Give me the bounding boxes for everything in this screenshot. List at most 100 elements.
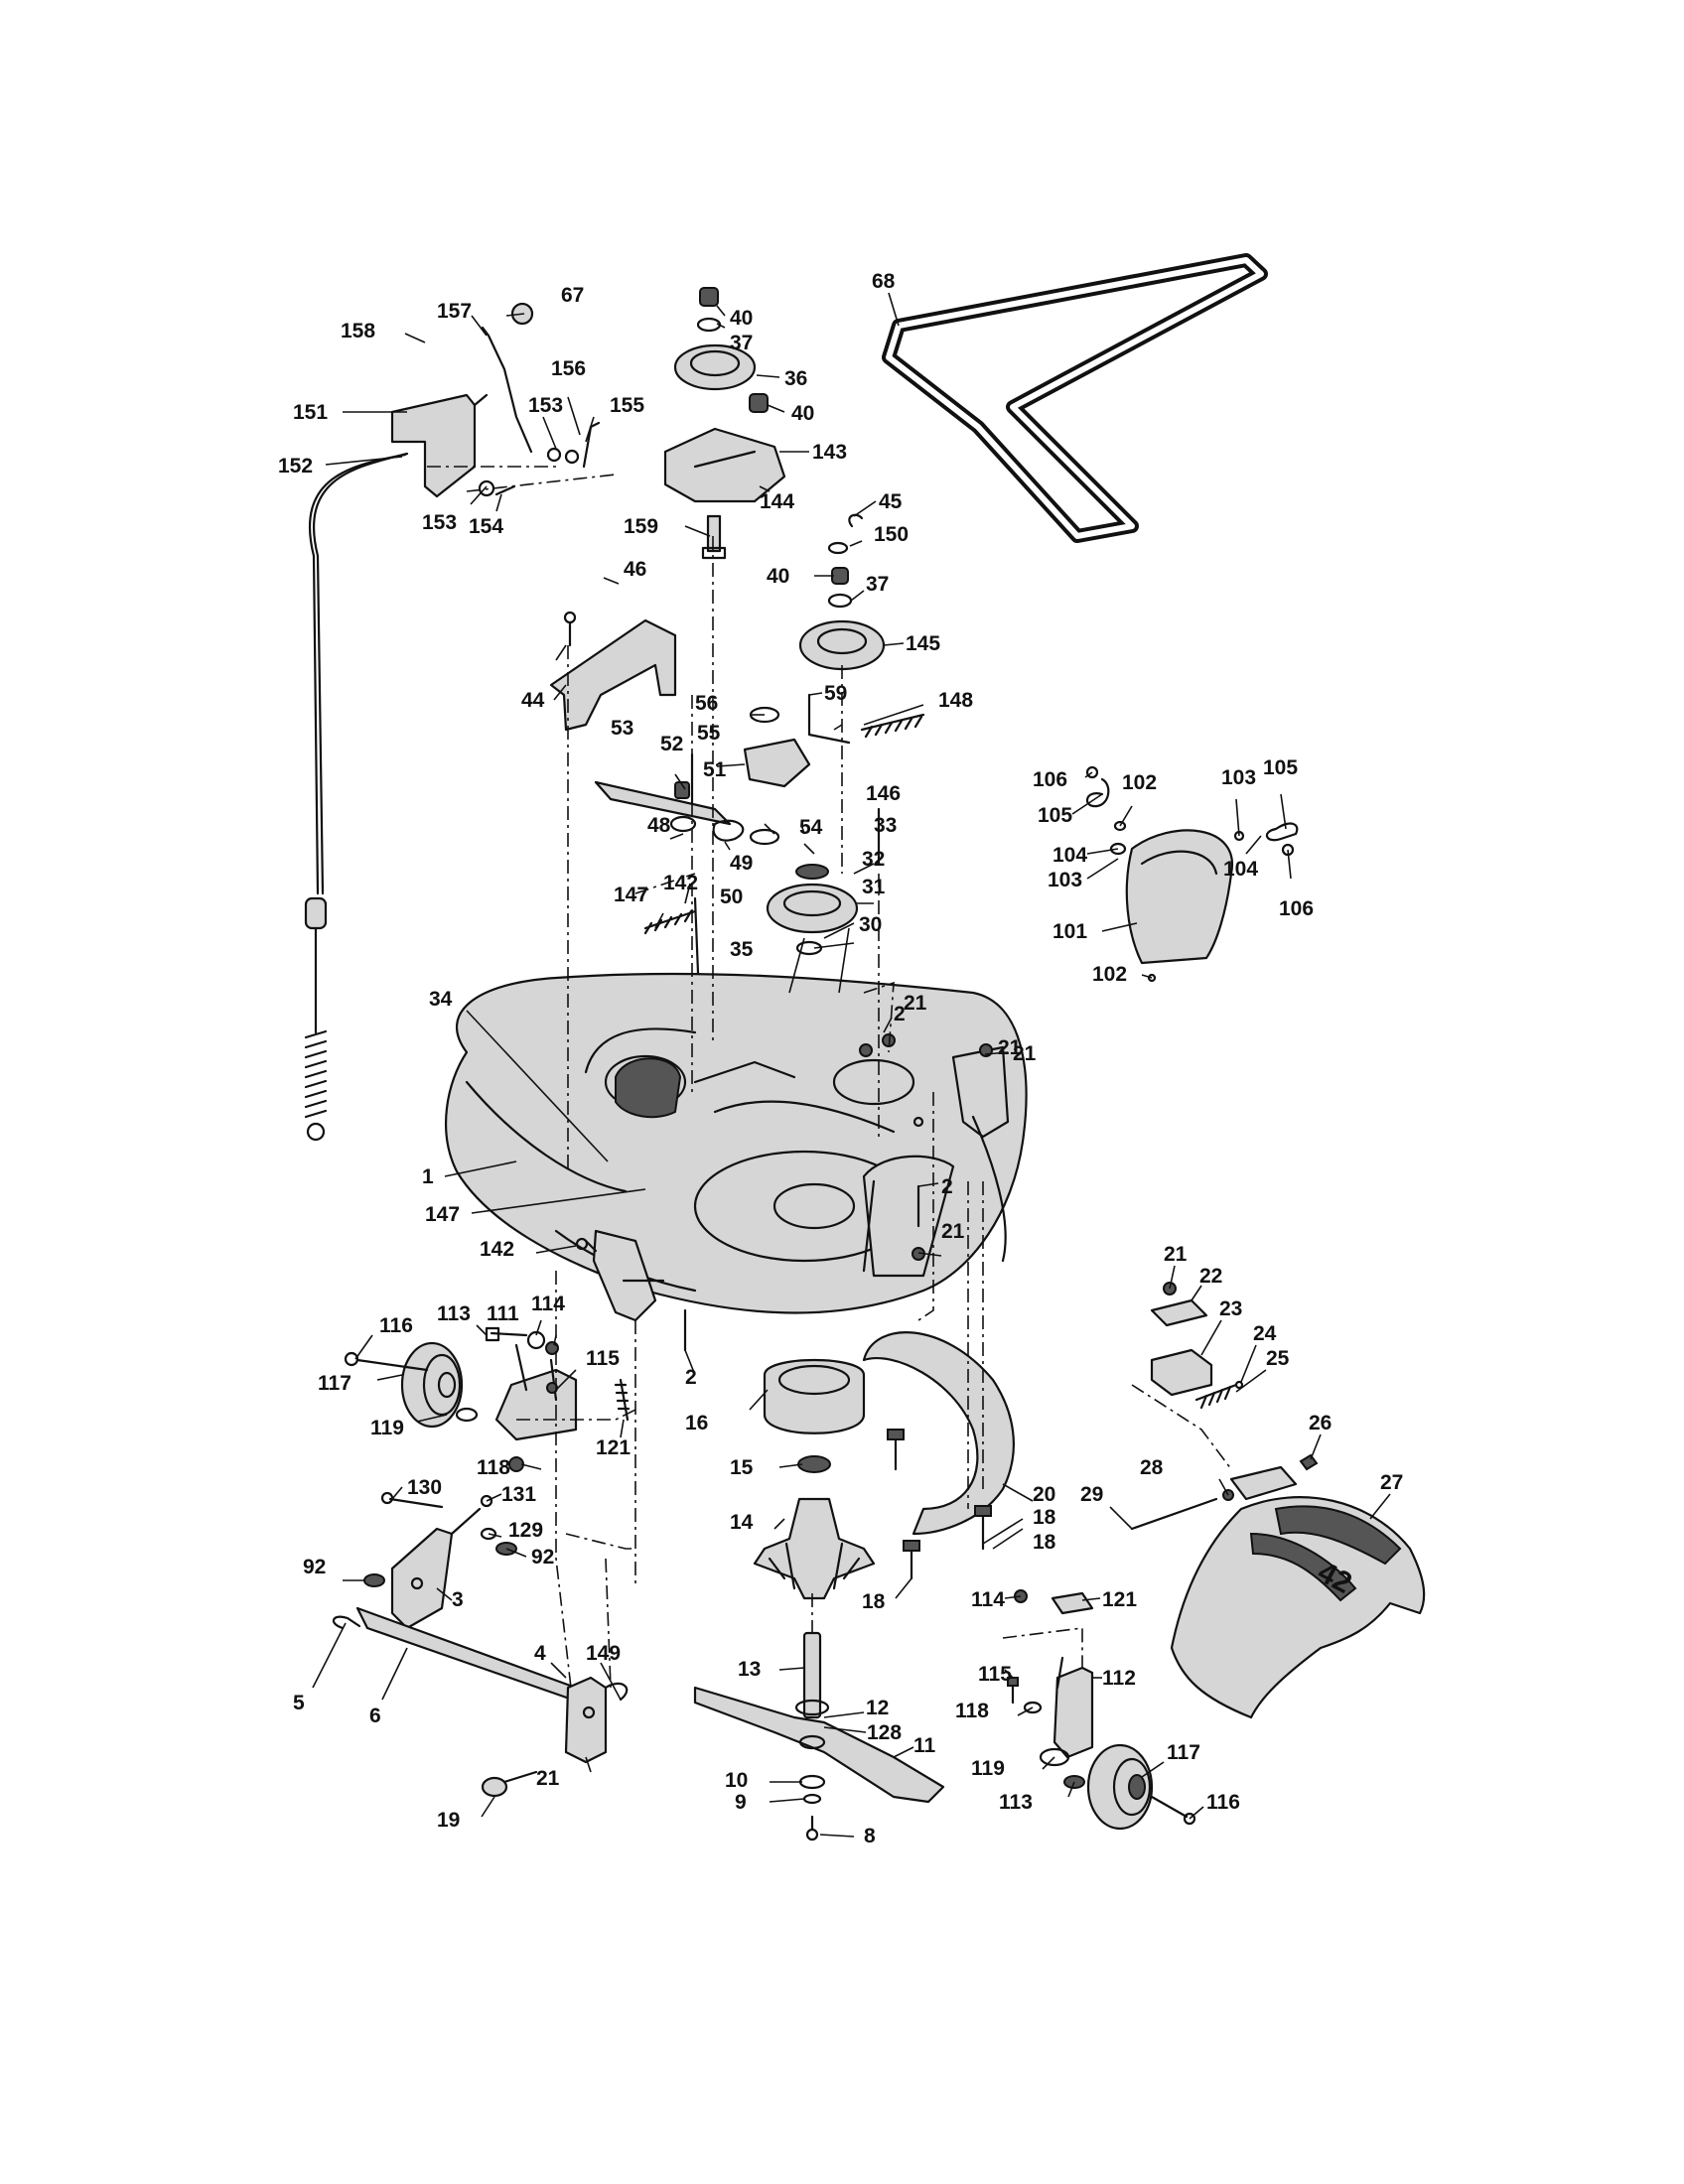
callout-113b: 113 xyxy=(999,1791,1033,1814)
callout-131: 131 xyxy=(501,1483,536,1506)
callout-9: 9 xyxy=(735,1791,747,1814)
callout-18b: 18 xyxy=(862,1590,886,1613)
callout-21a: 21 xyxy=(904,992,927,1015)
callout-112: 112 xyxy=(1102,1667,1136,1690)
callout-1: 1 xyxy=(422,1165,434,1188)
callout-116b: 116 xyxy=(1206,1791,1240,1814)
callout-29: 29 xyxy=(1080,1483,1103,1506)
callout-146: 146 xyxy=(866,782,901,805)
callout-28: 28 xyxy=(1140,1456,1164,1479)
callout-113a: 113 xyxy=(437,1302,471,1325)
callout-68: 68 xyxy=(872,270,896,293)
callout-106b: 106 xyxy=(1279,897,1314,920)
callout-152: 152 xyxy=(278,455,313,478)
callout-44: 44 xyxy=(521,689,545,712)
callout-119a: 119 xyxy=(370,1417,404,1439)
callout-27: 27 xyxy=(1380,1471,1403,1494)
callout-21b: 21 xyxy=(1013,1042,1037,1065)
callout-13: 13 xyxy=(738,1658,761,1681)
callout-55: 55 xyxy=(697,722,721,745)
callout-147a: 147 xyxy=(614,884,648,906)
callout-159: 159 xyxy=(624,515,658,538)
callout-156: 156 xyxy=(551,357,586,380)
callout-40b: 40 xyxy=(791,402,814,425)
idler-arm-assembly xyxy=(594,693,925,995)
callout-130: 130 xyxy=(407,1476,442,1499)
callout-118a: 118 xyxy=(477,1456,510,1479)
callout-102a: 102 xyxy=(1122,771,1157,794)
callout-92a: 92 xyxy=(303,1556,326,1578)
callout-37b: 37 xyxy=(866,573,889,596)
callout-31: 31 xyxy=(862,876,886,898)
callout-92b: 92 xyxy=(531,1546,554,1569)
callout-49: 49 xyxy=(730,852,753,875)
callout-106a: 106 xyxy=(1033,768,1067,791)
callout-115b: 115 xyxy=(978,1663,1012,1686)
callout-14: 14 xyxy=(730,1511,754,1534)
callout-118b: 118 xyxy=(955,1700,989,1722)
callout-67: 67 xyxy=(561,284,584,307)
callout-101: 101 xyxy=(1052,920,1087,943)
callout-121b: 121 xyxy=(1102,1588,1137,1611)
callout-53: 53 xyxy=(611,717,633,740)
callout-129: 129 xyxy=(508,1519,543,1542)
callout-147b: 147 xyxy=(425,1203,460,1226)
callout-111: 111 xyxy=(487,1302,519,1325)
callout-105b: 105 xyxy=(1263,756,1298,779)
callout-155: 155 xyxy=(610,394,644,417)
callout-114b: 114 xyxy=(971,1588,1005,1611)
callout-4: 4 xyxy=(534,1642,546,1665)
callout-52: 52 xyxy=(660,733,683,755)
callout-54: 54 xyxy=(799,816,823,839)
callout-24: 24 xyxy=(1253,1322,1277,1345)
callout-20: 20 xyxy=(1033,1483,1055,1506)
callout-128: 128 xyxy=(867,1721,902,1744)
callout-11: 11 xyxy=(913,1734,936,1757)
callout-34: 34 xyxy=(429,988,453,1011)
callout-45: 45 xyxy=(879,490,903,513)
callout-117a: 117 xyxy=(318,1372,351,1395)
callout-25: 25 xyxy=(1266,1347,1290,1370)
callout-115a: 115 xyxy=(586,1347,620,1370)
callout-117b: 117 xyxy=(1167,1741,1200,1764)
callout-5: 5 xyxy=(293,1692,305,1714)
callout-2b: 2 xyxy=(685,1366,697,1389)
callout-59: 59 xyxy=(824,682,847,705)
callout-30: 30 xyxy=(859,913,882,936)
callout-16: 16 xyxy=(685,1412,708,1434)
lift-lever-assembly xyxy=(304,302,617,1142)
callout-150: 150 xyxy=(874,523,909,546)
callout-15: 15 xyxy=(730,1456,754,1479)
callout-3: 3 xyxy=(452,1588,464,1611)
callout-105a: 105 xyxy=(1038,804,1072,827)
callout-142a: 142 xyxy=(663,872,698,894)
callout-2c: 2 xyxy=(894,1003,906,1025)
callout-56: 56 xyxy=(695,692,718,715)
callout-8: 8 xyxy=(864,1825,876,1847)
rear-hanger-bracket xyxy=(1131,1282,1244,1470)
callout-35: 35 xyxy=(730,938,754,961)
alignment-lines xyxy=(516,536,1083,1689)
baffle xyxy=(862,1331,1015,1580)
callout-6: 6 xyxy=(369,1705,381,1727)
callout-12: 12 xyxy=(866,1697,889,1719)
callout-labels: 1 2 2 2 3 4 5 6 8 9 10 11 12 13 14 15 16… xyxy=(278,270,1403,1847)
callout-148: 148 xyxy=(938,689,973,712)
discharge-deflector xyxy=(1085,765,1299,983)
callout-144: 144 xyxy=(760,490,794,513)
belt-guard xyxy=(549,611,677,732)
callout-103b: 103 xyxy=(1048,869,1082,891)
drive-belt xyxy=(882,253,1268,543)
callout-154: 154 xyxy=(469,515,503,538)
callout-18c: 18 xyxy=(1033,1531,1056,1554)
right-gauge-wheel xyxy=(1007,1589,1196,1831)
callout-26: 26 xyxy=(1309,1412,1332,1434)
callout-32: 32 xyxy=(862,848,885,871)
callout-40a: 40 xyxy=(730,307,753,330)
mower-deck xyxy=(445,972,1028,1314)
callout-51: 51 xyxy=(703,758,727,781)
callout-153b: 153 xyxy=(422,511,457,534)
callout-36: 36 xyxy=(784,367,807,390)
callout-23: 23 xyxy=(1219,1297,1242,1320)
